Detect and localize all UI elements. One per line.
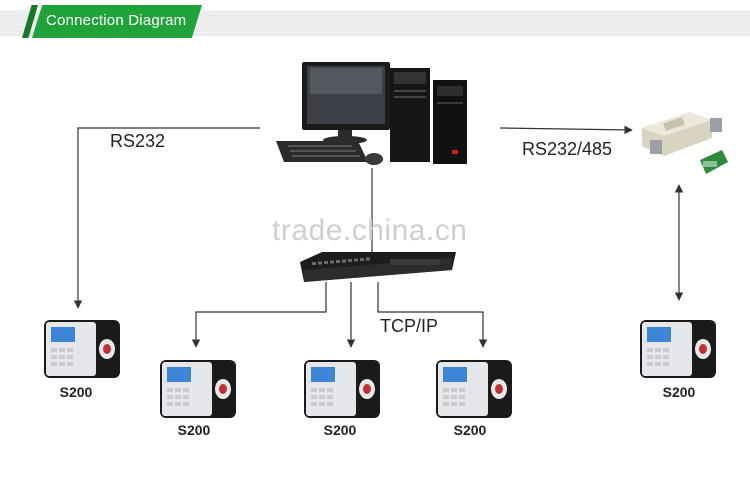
watermark: trade.china.cn — [272, 214, 468, 247]
device-icon-3 — [304, 360, 380, 418]
rs232-label: RS232 — [110, 131, 166, 151]
device-icon-left — [44, 320, 120, 378]
switch-line-1 — [191, 282, 327, 348]
device-label-right: S200 — [662, 384, 696, 400]
device-icon-right — [640, 320, 716, 378]
tcpip-label: TCP/IP — [380, 316, 439, 336]
device-label-2: S200 — [177, 422, 211, 438]
network-switch-icon — [300, 252, 456, 282]
device-label-4: S200 — [453, 422, 487, 438]
switch-line-3 — [377, 282, 488, 348]
device-label-left: S200 — [59, 384, 93, 400]
title-tab — [32, 5, 202, 38]
page-title: Connection Diagram — [46, 12, 187, 29]
device-icon-2 — [160, 360, 236, 418]
rs232-485-label: RS232/485 — [522, 139, 613, 159]
device-icon-4 — [436, 360, 512, 418]
rs232-line — [73, 127, 260, 309]
title-bar: Connection Diagram — [0, 0, 750, 40]
serial-converter-icon — [642, 112, 728, 174]
rs485-line — [499, 125, 633, 135]
computer-icon — [276, 62, 467, 165]
connection-lines — [73, 125, 684, 348]
device-label-3: S200 — [323, 422, 357, 438]
